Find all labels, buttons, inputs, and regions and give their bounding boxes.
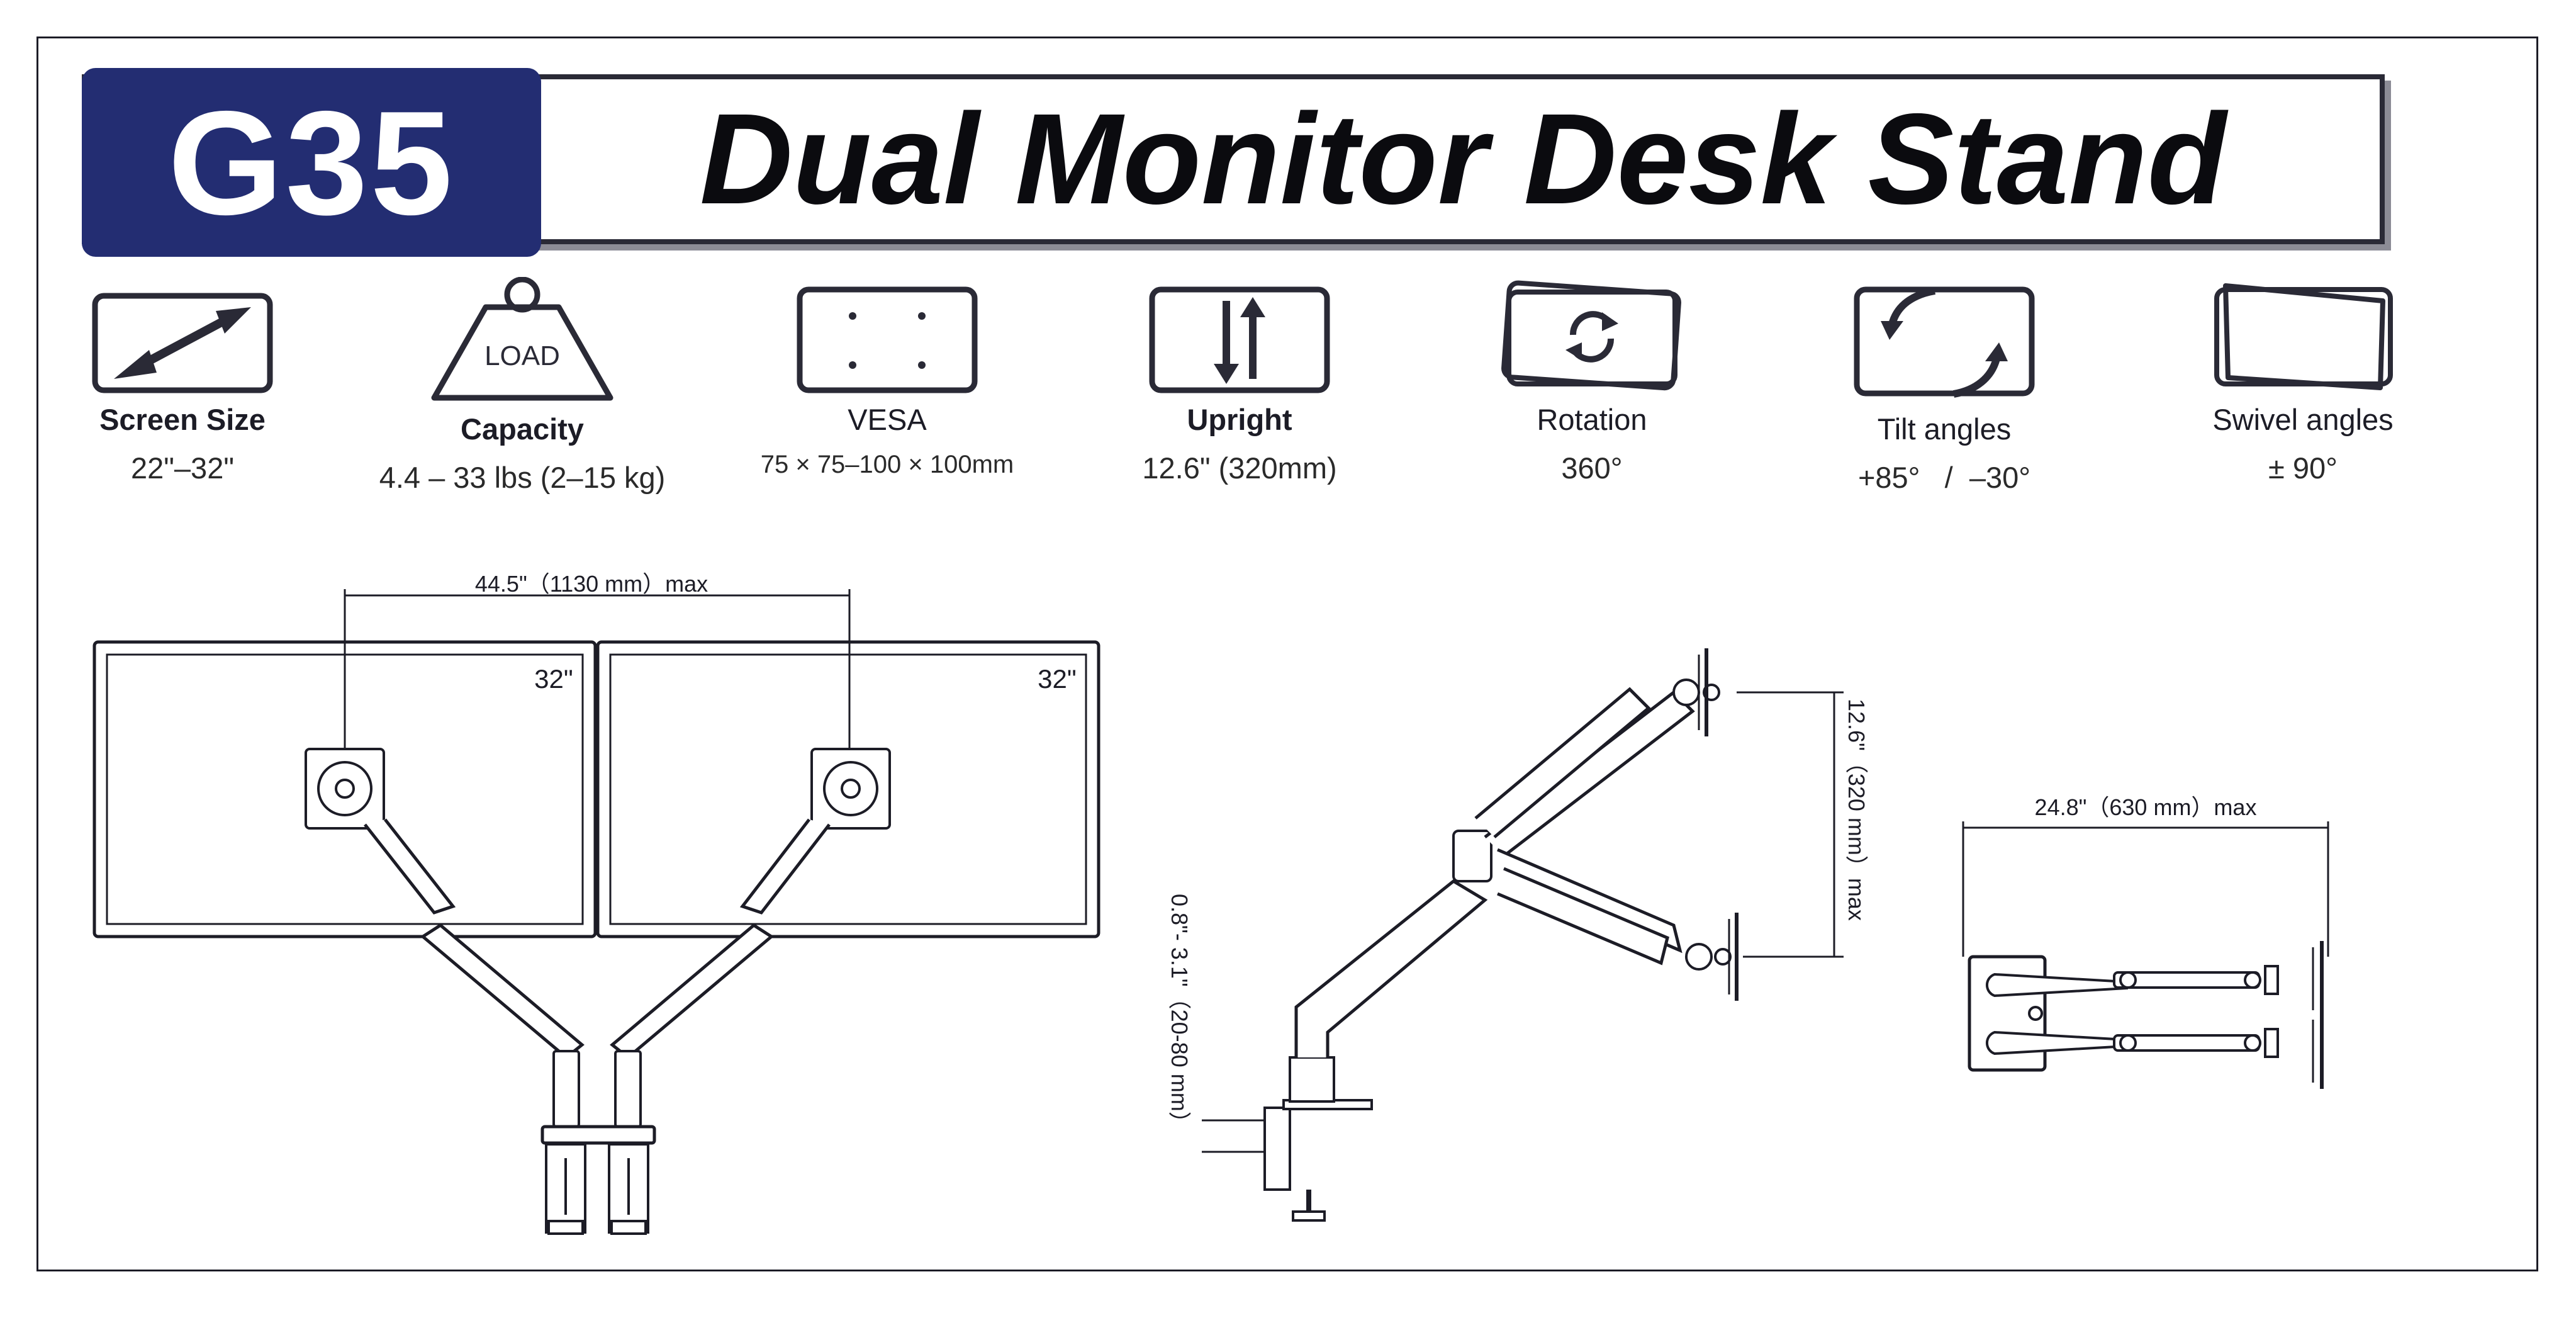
spec-capacity: LOAD Capacity 4.4 – 33 lbs (2–15 kg) (346, 277, 698, 495)
spec-label: Rotation (1537, 403, 1647, 436)
left-monitor (92, 640, 597, 938)
load-text: LOAD (484, 341, 560, 371)
rotation-icon (1501, 280, 1681, 391)
spec-swivel: Swivel angles ± 90° (2127, 277, 2479, 485)
spec-value: 4.4 – 33 lbs (2–15 kg) (379, 461, 666, 494)
vesa-pattern-icon (797, 286, 978, 393)
front-view: 44.5"（1130 mm）max 32" 32" (92, 571, 1100, 1235)
spec-value: 75 × 75–100 × 100mm (760, 451, 1014, 478)
spec-label: Tilt angles (1877, 412, 2012, 446)
up-down-arrows-icon (1149, 286, 1330, 393)
page-border (36, 37, 2538, 1271)
spec-tilt: Tilt angles +85° / –30° (1768, 277, 2120, 495)
spec-value: 12.6" (320mm) (1142, 451, 1337, 485)
spec-rotation: Rotation 360° (1416, 277, 1768, 485)
product-title: Dual Monitor Desk Stand (699, 87, 2227, 231)
depth-dimension: 24.8"（630 mm）max (2035, 794, 2257, 820)
right-monitor (596, 640, 1100, 938)
spec-value: ± 90° (2268, 451, 2338, 485)
spec-label: Swivel angles (2212, 403, 2394, 436)
spec-label: VESA (848, 403, 927, 436)
front-span-dimension: 44.5"（1130 mm）max (475, 571, 708, 597)
model-badge: G35 (82, 68, 541, 257)
left-monitor-size: 32" (534, 664, 573, 694)
spec-value: 360° (1561, 451, 1623, 485)
spec-label: Upright (1187, 403, 1292, 436)
spec-value: +85° / –30° (1857, 461, 2031, 494)
diagonal-arrow-icon (92, 293, 273, 393)
spec-label: Screen Size (99, 403, 266, 436)
spec-vesa: VESA 75 × 75–100 × 100mm (711, 277, 1063, 479)
spec-upright: Upright 12.6" (320mm) (1063, 277, 1416, 485)
top-view: 24.8"（630 mm）max (1962, 794, 2329, 1089)
swivel-icon (2214, 283, 2393, 390)
clamp-range-dimension: 0.8"- 3.1"（20-80 mm） (1167, 894, 1192, 1134)
tilt-icon (1854, 286, 2035, 398)
load-weight-icon: LOAD (431, 277, 613, 401)
spec-value: 22"–32" (130, 451, 235, 485)
spec-screen-size: Screen Size 22"–32" (6, 277, 359, 485)
side-view: 0.8"- 3.1"（20-80 mm） (1167, 648, 1869, 1222)
height-range-dimension: 12.6"（320 mm）max (1844, 699, 1869, 921)
right-monitor-size: 32" (1038, 664, 1077, 694)
spec-label: Capacity (461, 412, 584, 446)
